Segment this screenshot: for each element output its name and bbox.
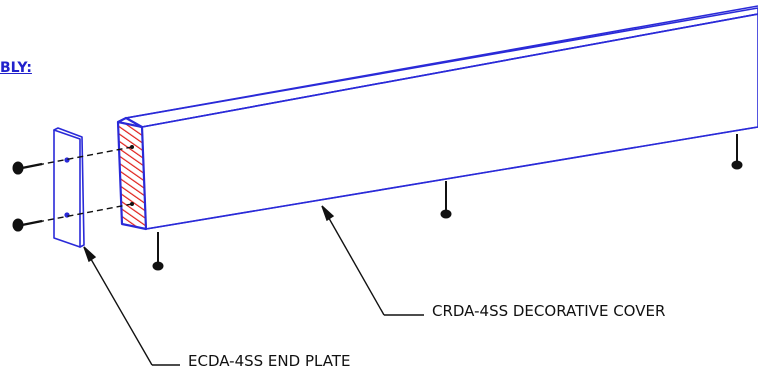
cover-side-face: [141, 13, 758, 230]
decorative-cover: [117, 5, 758, 230]
cover-end-section: [116, 116, 148, 231]
leader-cover: [321, 205, 424, 316]
leader-end-plate: [83, 246, 180, 366]
alignment-points: [130, 145, 134, 206]
cover-bottom-edge: [145, 126, 758, 230]
alignment-lines: [37, 146, 133, 223]
screw-icon: [12, 161, 43, 175]
screw-icon: [152, 232, 164, 271]
screw-icon: [12, 218, 43, 232]
end-plate: [53, 127, 85, 248]
cover-callout-label: CRDA-4SS DECORATIVE COVER: [432, 302, 666, 320]
screw-icon: [731, 134, 743, 170]
end-plate-callout-label: ECDA-4SS END PLATE: [188, 352, 351, 370]
cover-top-far-edge: [125, 5, 758, 119]
end-plate-screws: [12, 161, 43, 232]
screw-icon: [440, 181, 452, 219]
cover-screws: [152, 134, 743, 271]
cover-top-edge-inner: [141, 13, 758, 128]
section-heading: BLY:: [0, 60, 32, 76]
